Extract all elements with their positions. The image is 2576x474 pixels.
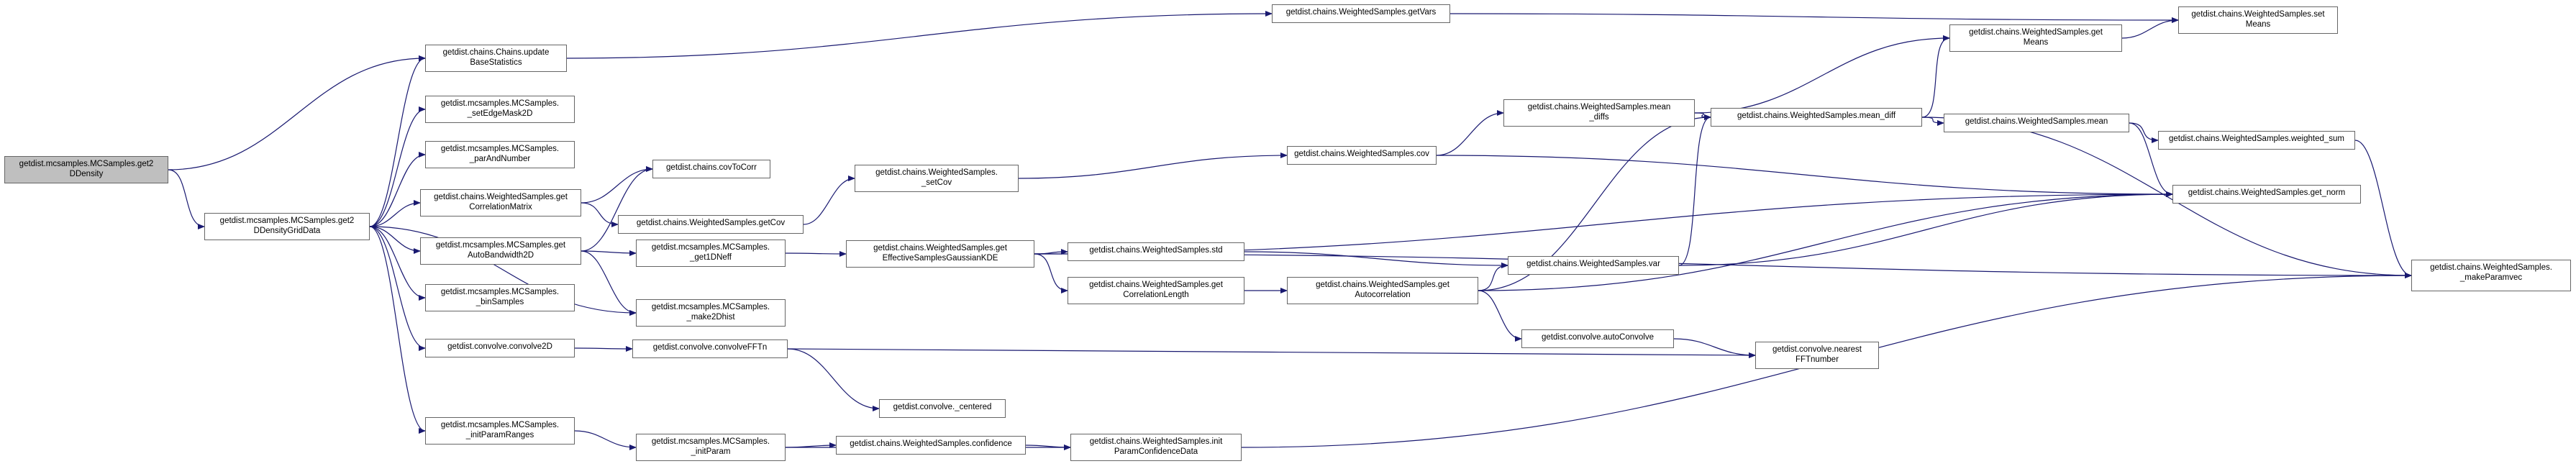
edge-n6-n13 bbox=[581, 166, 653, 204]
node-cov[interactable]: getdist.chains.WeightedSamples.cov bbox=[1287, 146, 1437, 165]
edge-n33-n35 bbox=[2129, 122, 2159, 143]
node-mean[interactable]: getdist.chains.WeightedSamples.mean bbox=[1944, 114, 2129, 132]
edge-n2-n4 bbox=[369, 106, 426, 227]
edge-n2-n5 bbox=[369, 152, 426, 227]
edge-n30-n34 bbox=[2121, 17, 2179, 39]
edge-n2-n8 bbox=[369, 226, 426, 301]
node-initparamconfidencedata[interactable]: getdist.chains.WeightedSamples.init Para… bbox=[1070, 434, 1242, 461]
node-getcorrelationmatrix[interactable]: getdist.chains.WeightedSamples.get Corre… bbox=[420, 189, 581, 217]
edge-n16-n32 bbox=[787, 348, 1756, 358]
edge-n35-n37 bbox=[2354, 140, 2412, 278]
node-getautocorrelation[interactable]: getdist.chains.WeightedSamples.get Autoc… bbox=[1287, 277, 1478, 304]
node-weightedsum[interactable]: getdist.chains.WeightedSamples.weighted_… bbox=[2158, 131, 2355, 150]
node-geteffectivesamplesgaussiankde[interactable]: getdist.chains.WeightedSamples.get Effec… bbox=[846, 240, 1034, 268]
edge-n14-n18 bbox=[803, 176, 855, 225]
node-setmeans[interactable]: getdist.chains.WeightedSamples.set Means bbox=[2178, 6, 2338, 34]
node-makeparamvec[interactable]: getdist.chains.WeightedSamples. _makePar… bbox=[2411, 260, 2571, 291]
edge-n31-n30 bbox=[1921, 35, 1950, 118]
node-getnorm[interactable]: getdist.chains.WeightedSamples.get_norm bbox=[2172, 185, 2361, 204]
edge-n2-n6 bbox=[369, 200, 421, 227]
edge-n29-n32 bbox=[1673, 338, 1756, 358]
node-binsamples[interactable]: getdist.mcsamples.MCSamples. _binSamples bbox=[425, 284, 575, 311]
edge-n23-n30 bbox=[1694, 35, 1950, 114]
node-setedgemask2d[interactable]: getdist.mcsamples.MCSamples. _setEdgeMas… bbox=[425, 96, 575, 123]
edge-n2-n11 bbox=[369, 226, 426, 434]
edge-n28-n36 bbox=[1678, 191, 2173, 266]
node-confidence[interactable]: getdist.chains.WeightedSamples.confidenc… bbox=[836, 436, 1026, 455]
edge-n27-n29 bbox=[1478, 290, 1522, 342]
node-setcov[interactable]: getdist.chains.WeightedSamples. _setCov bbox=[855, 165, 1019, 192]
edge-n7-n13 bbox=[581, 166, 653, 252]
edge-n2-n10 bbox=[369, 226, 426, 351]
node-get1dneff[interactable]: getdist.mcsamples.MCSamples. _get1DNeff bbox=[636, 240, 786, 267]
edge-n11-n17 bbox=[574, 430, 637, 450]
edge-n1-n2 bbox=[168, 169, 205, 229]
node-convolvefftn[interactable]: getdist.convolve.convolveFFTn bbox=[632, 339, 788, 358]
edge-n31-n33 bbox=[1921, 117, 1944, 126]
node-get2ddensity[interactable]: getdist.mcsamples.MCSamples.get2 DDensit… bbox=[4, 156, 168, 183]
edge-n10-n16 bbox=[574, 345, 633, 352]
node-covtocorr[interactable]: getdist.chains.covToCorr bbox=[652, 160, 770, 178]
edge-n24-n28 bbox=[1244, 251, 1508, 268]
edge-n22-n36 bbox=[1436, 155, 2173, 197]
edge-n22-n23 bbox=[1436, 110, 1504, 156]
node-getautobandwidth2d[interactable]: getdist.mcsamples.MCSamples.get AutoBand… bbox=[420, 237, 581, 265]
node-getcov[interactable]: getdist.chains.WeightedSamples.getCov bbox=[618, 215, 804, 234]
edge-n33-n36 bbox=[2129, 122, 2173, 197]
node-initparam[interactable]: getdist.mcsamples.MCSamples. _initParam bbox=[636, 434, 786, 461]
edge-n6-n14 bbox=[581, 202, 619, 227]
node-make2dhist[interactable]: getdist.mcsamples.MCSamples. _make2Dhist bbox=[636, 299, 786, 327]
node-meandiffs[interactable]: getdist.chains.WeightedSamples.mean _dif… bbox=[1503, 99, 1695, 127]
edge-n3-n12 bbox=[566, 11, 1273, 59]
edge-n2-n3 bbox=[369, 55, 426, 227]
node-get2ddensitygriddata[interactable]: getdist.mcsamples.MCSamples.get2 DDensit… bbox=[204, 213, 370, 240]
edge-n1-n3 bbox=[168, 55, 426, 170]
node-centered[interactable]: getdist.convolve._centered bbox=[879, 399, 1006, 418]
node-autoconvolve[interactable]: getdist.convolve.autoConvolve bbox=[1521, 329, 1674, 348]
edge-n2-n9 bbox=[369, 226, 637, 316]
node-updatebasestatistics[interactable]: getdist.chains.Chains.update BaseStatist… bbox=[425, 45, 567, 72]
edge-n12-n34 bbox=[1449, 13, 2179, 23]
edge-n2-n7 bbox=[369, 226, 421, 254]
edge-n7-n15 bbox=[581, 250, 637, 256]
node-nearestfftnumber[interactable]: getdist.convolve.nearest FFTnumber bbox=[1755, 342, 1879, 369]
edge-n19-n25 bbox=[1034, 253, 1068, 293]
node-getmeans[interactable]: getdist.chains.WeightedSamples.get Means bbox=[1949, 24, 2122, 52]
edge-n18-n22 bbox=[1018, 152, 1288, 179]
node-getvars[interactable]: getdist.chains.WeightedSamples.getVars bbox=[1272, 4, 1450, 23]
edge-n21-n26 bbox=[1025, 444, 1071, 450]
node-initparamranges[interactable]: getdist.mcsamples.MCSamples. _initParamR… bbox=[425, 417, 575, 445]
edge-n7-n9 bbox=[581, 250, 637, 316]
node-convolve2d[interactable]: getdist.convolve.convolve2D bbox=[425, 339, 575, 357]
node-meandiff[interactable]: getdist.chains.WeightedSamples.mean_diff bbox=[1711, 108, 1922, 127]
edge-n16-n20 bbox=[787, 348, 880, 411]
node-var[interactable]: getdist.chains.WeightedSamples.var bbox=[1508, 256, 1679, 275]
edge-n27-n28 bbox=[1478, 263, 1508, 291]
edge-n27-n36 bbox=[1478, 191, 2173, 291]
node-getcorrelationlength[interactable]: getdist.chains.WeightedSamples.get Corre… bbox=[1068, 277, 1244, 304]
node-parandnumber[interactable]: getdist.mcsamples.MCSamples. _parAndNumb… bbox=[425, 141, 575, 168]
node-std[interactable]: getdist.chains.WeightedSamples.std bbox=[1068, 242, 1244, 261]
edge-n15-n19 bbox=[785, 250, 847, 257]
edge-n23-n31 bbox=[1694, 112, 1711, 120]
edge-n28-n31 bbox=[1678, 114, 1711, 266]
